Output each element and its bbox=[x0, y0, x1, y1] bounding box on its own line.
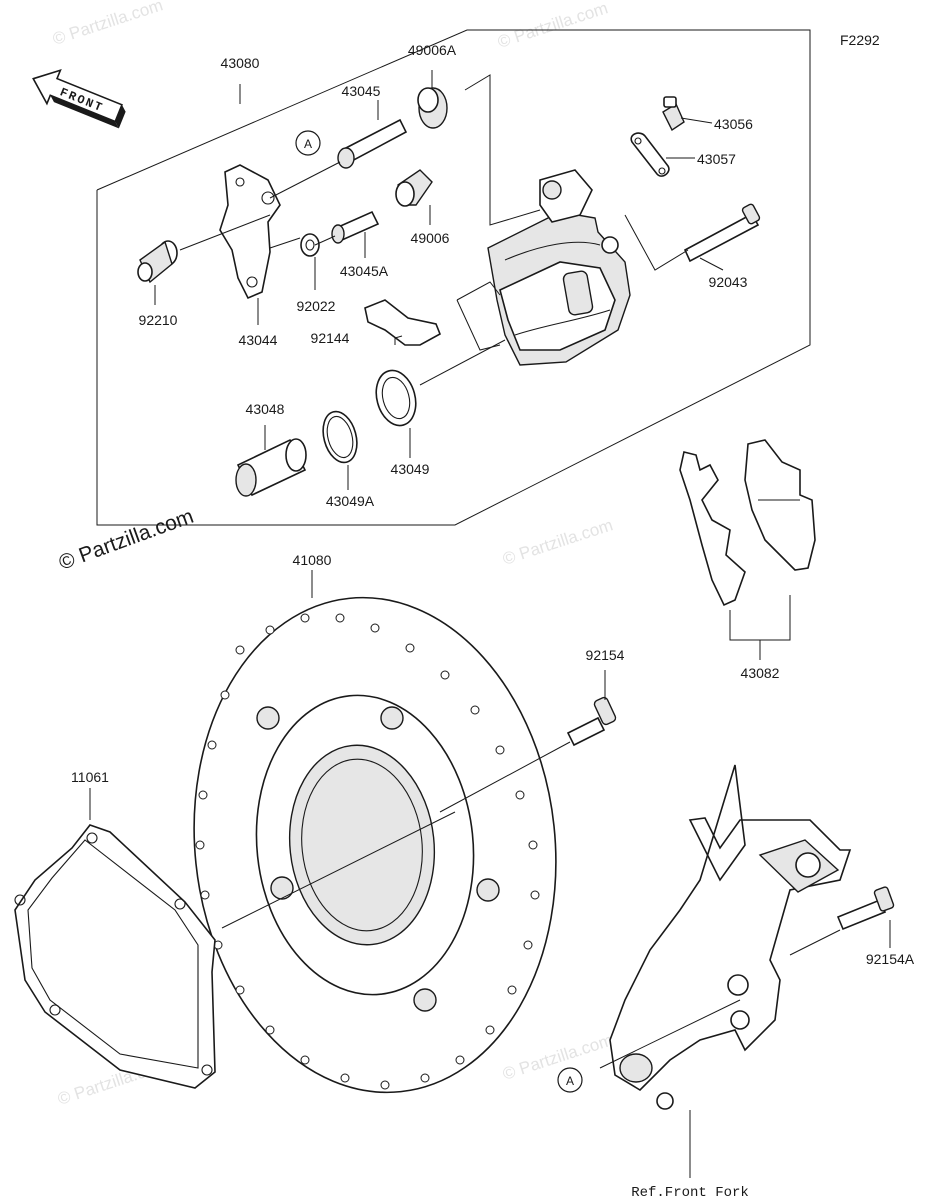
seal-43049 bbox=[375, 369, 417, 427]
label-11061: 11061 bbox=[71, 769, 109, 785]
watermark-main: © Partzilla.com bbox=[56, 505, 197, 575]
label-43080: 43080 bbox=[221, 55, 260, 71]
bleeder-cap-43057 bbox=[630, 132, 670, 177]
disc-vent-holes bbox=[195, 613, 540, 1090]
svg-text:A: A bbox=[304, 137, 312, 151]
watermark: © Partzilla.com bbox=[500, 515, 615, 568]
bleeder-cap-49006A bbox=[417, 87, 448, 129]
label-92043: 92043 bbox=[709, 274, 748, 290]
callout-a-bottom: A bbox=[557, 1067, 583, 1093]
figure-code: F2292 bbox=[840, 32, 880, 48]
label-92210: 92210 bbox=[139, 312, 178, 328]
washer-92022 bbox=[300, 233, 320, 257]
label-43056: 43056 bbox=[714, 116, 753, 132]
gasket-11061: 11061 bbox=[14, 769, 456, 1089]
leader-lines bbox=[154, 70, 724, 490]
label-49006A: 49006A bbox=[408, 42, 457, 58]
piston-43048 bbox=[235, 438, 307, 497]
callout-a-top: A bbox=[295, 130, 321, 156]
slide-pin-43045 bbox=[337, 118, 408, 169]
collar-92210 bbox=[137, 240, 178, 284]
seal-43049A bbox=[322, 410, 358, 464]
watermark: © Partzilla.com bbox=[500, 1030, 615, 1083]
label-92022: 92022 bbox=[297, 298, 336, 314]
pad-spring-92144 bbox=[364, 299, 442, 346]
front-fork-leg: Ref.Front Fork bbox=[609, 764, 852, 1200]
bleeder-valve-43056 bbox=[662, 96, 685, 132]
watermark: © Partzilla.com bbox=[495, 0, 610, 52]
label-43044: 43044 bbox=[239, 332, 278, 348]
disc-bolts bbox=[256, 706, 500, 1012]
label-43082: 43082 bbox=[741, 665, 780, 681]
brake-disc-41080: 41080 bbox=[193, 552, 557, 1094]
label-43057: 43057 bbox=[697, 151, 736, 167]
label-43049A: 43049A bbox=[326, 493, 375, 509]
slide-pin-43045A bbox=[331, 210, 380, 244]
caliper-bolt-92154A: 92154A bbox=[599, 886, 915, 1069]
ref-front-fork: Ref.Front Fork bbox=[631, 1185, 749, 1200]
label-41080: 41080 bbox=[293, 552, 332, 568]
caliper-labels: 43080 49006A 43045 43056 43057 49006 430… bbox=[139, 42, 754, 509]
caliper-body bbox=[487, 169, 631, 366]
label-92154: 92154 bbox=[586, 647, 625, 663]
label-43048: 43048 bbox=[246, 401, 285, 417]
disc-bolt-92154: 92154 bbox=[439, 647, 625, 813]
front-arrow-icon: FRONT bbox=[32, 68, 126, 129]
label-92154A: 92154A bbox=[866, 951, 915, 967]
label-92144: 92144 bbox=[311, 330, 350, 346]
label-43045: 43045 bbox=[342, 83, 381, 99]
watermark: © Partzilla.com bbox=[50, 0, 165, 49]
bracket-bolt-92043 bbox=[683, 203, 761, 263]
svg-text:A: A bbox=[566, 1074, 574, 1088]
label-43049: 43049 bbox=[391, 461, 430, 477]
brake-pads-43082: 43082 bbox=[679, 439, 816, 681]
boot-49006 bbox=[395, 169, 433, 207]
label-49006: 49006 bbox=[411, 230, 450, 246]
caliper-group-frame bbox=[96, 29, 811, 526]
label-43045A: 43045A bbox=[340, 263, 389, 279]
bracket-43044 bbox=[219, 164, 281, 300]
